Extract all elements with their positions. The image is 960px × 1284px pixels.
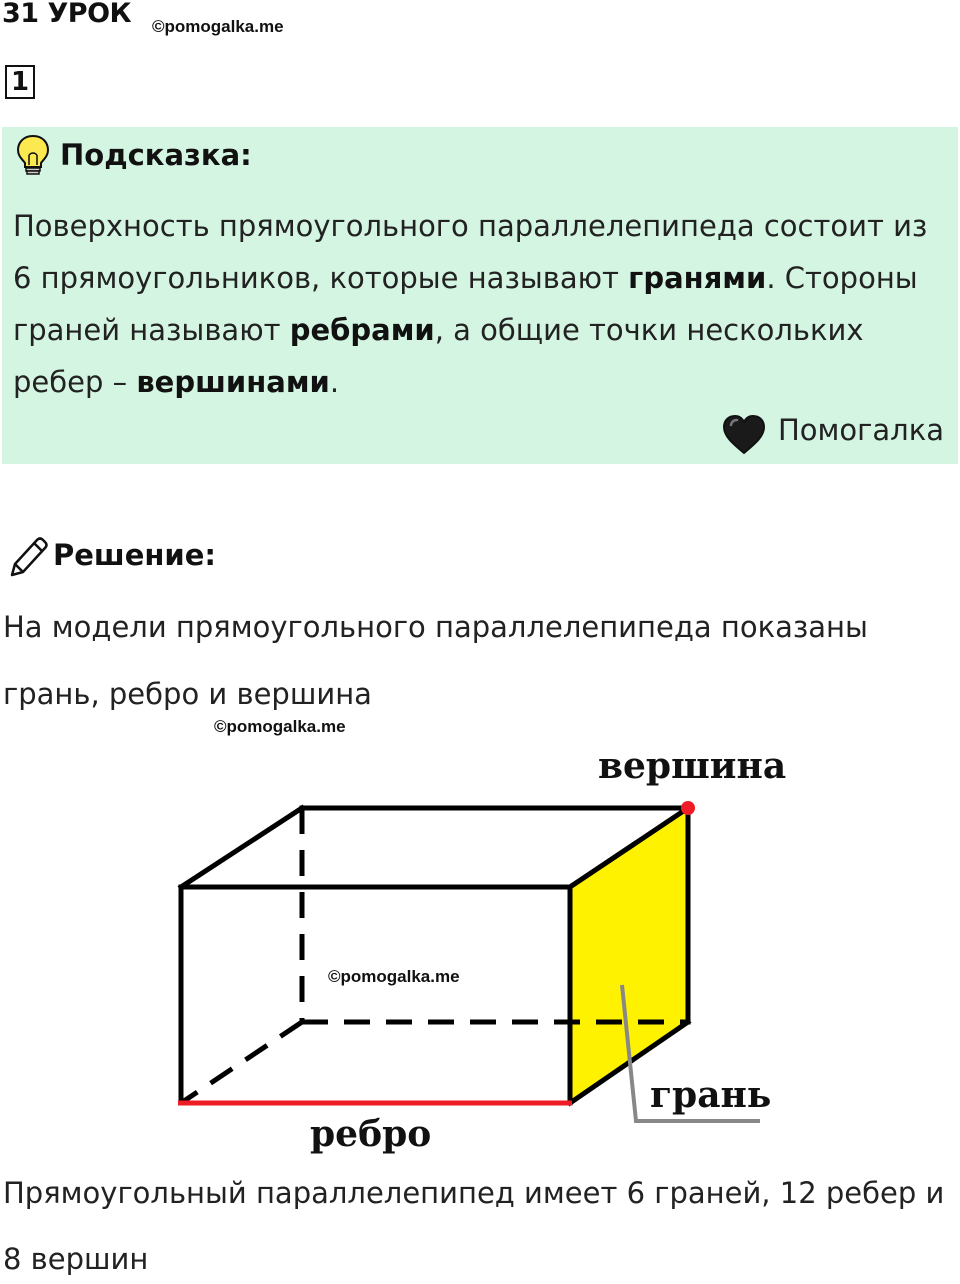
task-number: 1 [5, 65, 35, 99]
solution-text-line: На модели прямоугольного параллелепипеда… [3, 610, 868, 644]
brand-label: Помогалка [778, 413, 944, 447]
face-highlight [570, 808, 688, 1103]
hint-box [2, 127, 958, 464]
conclusion-line: Прямоугольный параллелепипед имеет 6 гра… [3, 1176, 945, 1210]
edge-line [566, 804, 692, 891]
hint-text-part: , а общие точки нескольких ребер – [13, 313, 864, 399]
solution-text-line: грань, ребро и вершина [3, 677, 372, 711]
hidden-edge [179, 1019, 304, 1106]
watermark: ©pomogalka.me [152, 17, 284, 36]
hint-text-part: . Стороны граней называют [13, 261, 918, 347]
edge-label: ребро [310, 1113, 431, 1155]
term-edges: ребрами [289, 313, 435, 347]
edge-line [177, 804, 306, 891]
face-pointer [620, 984, 760, 1123]
solution-title: Решение: [53, 538, 217, 572]
hint-text: Поверхность прямоугольного параллелепипе… [13, 200, 953, 408]
hint-text-part: . [329, 365, 340, 399]
term-vertices: вершинами [136, 365, 330, 399]
vertex-label: вершина [598, 745, 786, 787]
face-label: грань [650, 1074, 771, 1116]
hint-title: Подсказка: [60, 138, 252, 172]
watermark: ©pomogalka.me [214, 717, 346, 736]
pencil-icon [10, 537, 48, 577]
watermark: ©pomogalka.me [328, 967, 460, 986]
lightbulb-icon [16, 134, 50, 175]
term-faces: гранями [628, 261, 767, 295]
vertex-highlight [681, 801, 695, 815]
conclusion-line: 8 вершин [3, 1242, 149, 1276]
hint-text-part: Поверхность прямоугольного параллелепипе… [13, 209, 928, 295]
lesson-title: 31 УРОК [2, 0, 132, 29]
parallelepiped-figure: вершина грань ребро ©pomogalka.me [177, 745, 786, 1155]
heart-icon [722, 414, 766, 455]
